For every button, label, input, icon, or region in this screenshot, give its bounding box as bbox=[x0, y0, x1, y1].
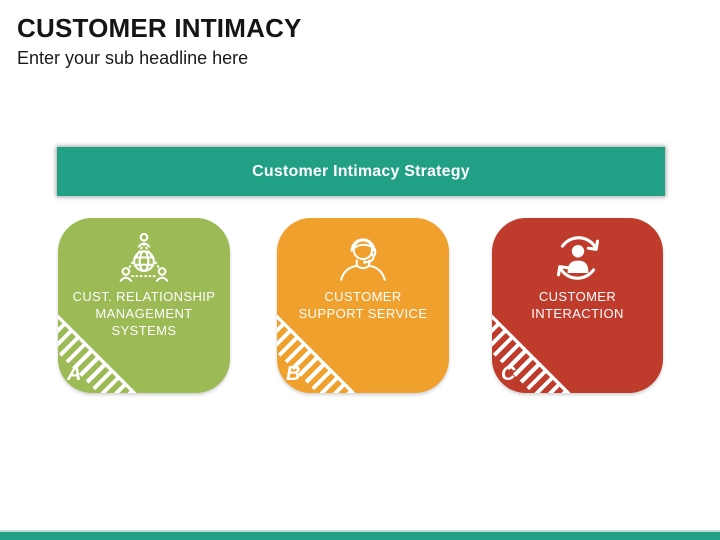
card-crm-systems: CUST. RELATIONSHIP MANAGEMENT SYSTEMS A bbox=[58, 218, 230, 393]
customer-interaction-icon bbox=[492, 229, 663, 287]
crm-network-icon bbox=[58, 229, 230, 287]
card-label-line1: CUSTOMER bbox=[324, 289, 402, 304]
page-title: CUSTOMER INTIMACY bbox=[17, 13, 302, 43]
strategy-banner: Customer Intimacy Strategy bbox=[57, 147, 665, 196]
card-label: CUSTOMER SUPPORT SERVICE bbox=[281, 288, 445, 322]
card-label-line1: CUSTOMER bbox=[538, 289, 617, 304]
card-customer-support: CUSTOMER SUPPORT SERVICE B bbox=[277, 218, 449, 393]
card-label: CUST. RELATIONSHIP MANAGEMENT SYSTEMS bbox=[62, 288, 226, 339]
card-customer-interaction: CUSTOMER INTERACTION C bbox=[492, 218, 663, 393]
corner-letter: B bbox=[286, 363, 301, 385]
support-agent-icon bbox=[277, 229, 449, 287]
card-label-line2: MANAGEMENT SYSTEMS bbox=[95, 306, 193, 338]
footer-accent-bar bbox=[0, 532, 720, 540]
card-label: CUSTOMER INTERACTION bbox=[496, 288, 659, 322]
card-label-line1: CUST. RELATIONSHIP bbox=[72, 289, 216, 304]
card-label-line2: INTERACTION bbox=[531, 306, 624, 321]
corner-letter: C bbox=[501, 363, 516, 385]
page-subtitle: Enter your sub headline here bbox=[17, 48, 249, 68]
corner-letter: A bbox=[67, 363, 82, 385]
footer-light-line bbox=[0, 530, 720, 532]
card-label-line2: SUPPORT SERVICE bbox=[298, 306, 428, 321]
strategy-banner-label: Customer Intimacy Strategy bbox=[252, 162, 470, 180]
